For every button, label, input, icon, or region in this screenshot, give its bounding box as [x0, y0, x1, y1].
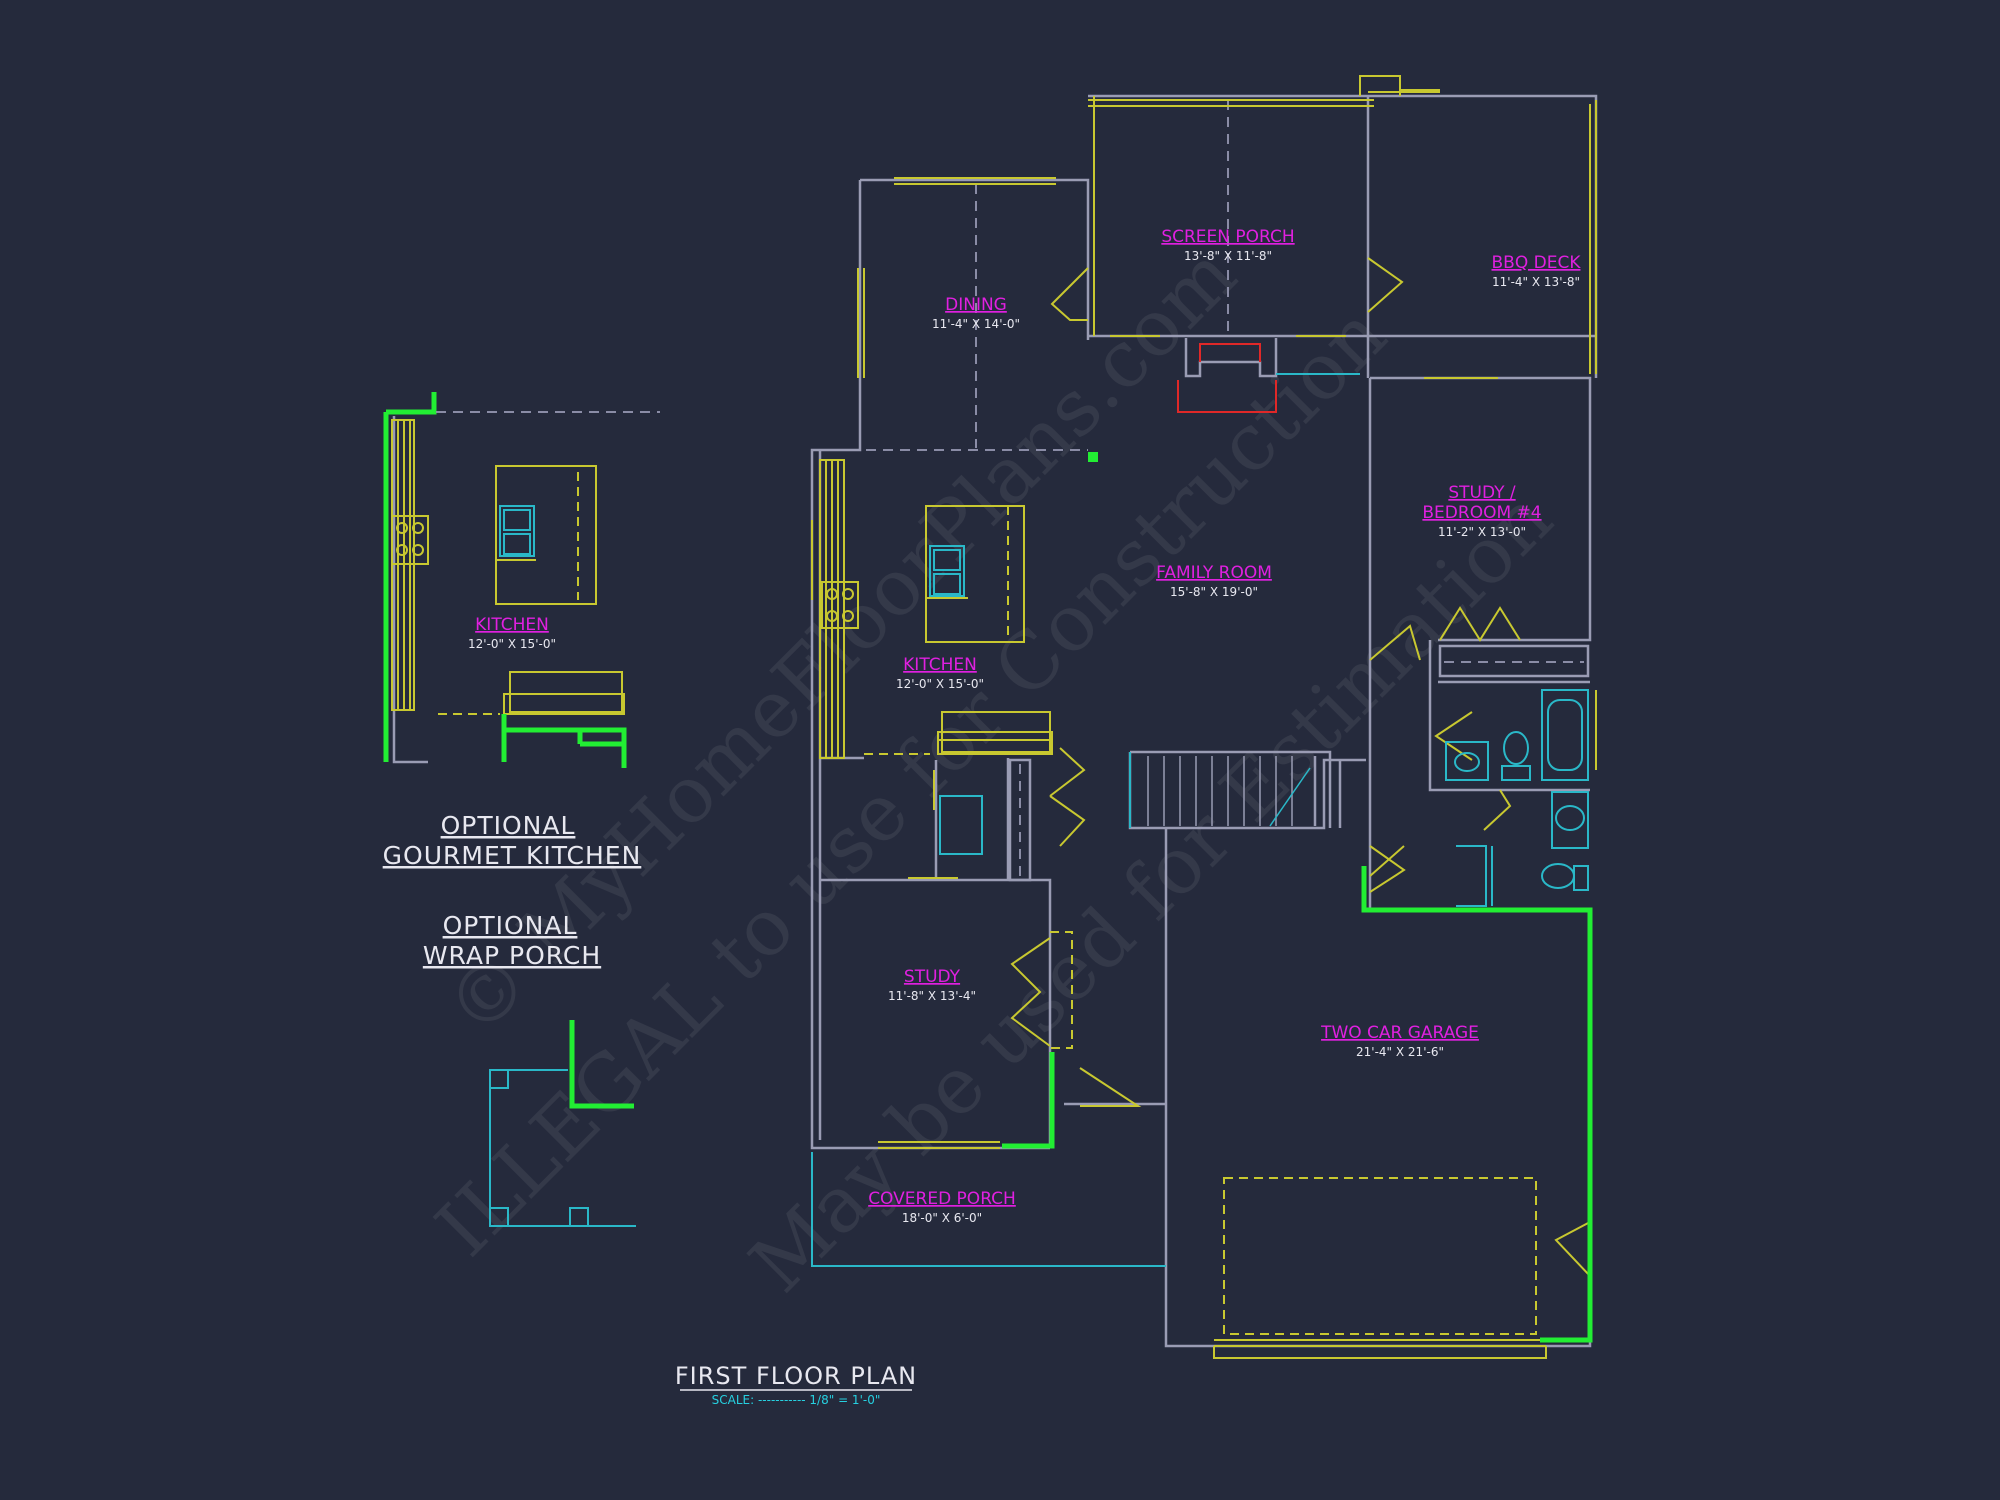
kitchen-label: KITCHEN — [903, 655, 977, 675]
covered-porch-dims: 18'-0" X 6'-0" — [902, 1211, 982, 1225]
garage-dims: 21'-4" X 21'-6" — [1356, 1045, 1444, 1059]
room-labels: SCREEN PORCH 13'-8" X 11'-8" BBQ DECK 11… — [468, 227, 1581, 1225]
optional-porch-inset — [489, 1020, 636, 1227]
study-bedroom-dims: 11'-2" X 13'-0" — [1438, 525, 1526, 539]
optional-porch-note-2: WRAP PORCH — [423, 941, 601, 970]
study-bedroom-label-2: BEDROOM #4 — [1422, 503, 1541, 523]
fireplace-hearth — [1177, 343, 1277, 413]
dining-label: DINING — [945, 295, 1007, 315]
screen-porch-dims: 13'-8" X 11'-8" — [1184, 249, 1272, 263]
family-room-label: FAMILY ROOM — [1156, 563, 1272, 583]
dining-dims: 11'-4" X 14'-0" — [932, 317, 1020, 331]
optional-kitchen-note-2: GOURMET KITCHEN — [383, 841, 642, 870]
family-room-dims: 15'-8" X 19'-0" — [1170, 585, 1258, 599]
optional-kitchen-inset — [383, 392, 660, 768]
new-walls — [1002, 452, 1593, 1343]
kitchen-fixtures — [819, 459, 1053, 882]
dashed-openings — [866, 100, 1537, 1335]
bbq-deck-label: BBQ DECK — [1492, 253, 1582, 273]
screen-porch-label: SCREEN PORCH — [1161, 227, 1294, 247]
optional-porch-note-1: OPTIONAL — [443, 911, 578, 940]
kitchen-dims: 12'-0" X 15'-0" — [896, 677, 984, 691]
optional-kitchen-label: KITCHEN — [475, 615, 549, 635]
bbq-deck-dims: 11'-4" X 13'-8" — [1492, 275, 1580, 289]
plan-title: FIRST FLOOR PLAN — [675, 1362, 917, 1390]
garage-label: TWO CAR GARAGE — [1320, 1023, 1479, 1043]
covered-porch-label: COVERED PORCH — [868, 1189, 1016, 1209]
windows — [811, 75, 1597, 1359]
covered-porch-outline — [811, 1152, 1166, 1267]
door-swings — [1010, 257, 1591, 1277]
notes: OPTIONAL GOURMET KITCHEN OPTIONAL WRAP P… — [383, 811, 642, 970]
title-block: FIRST FLOOR PLAN SCALE: ----------- 1/8"… — [675, 1362, 917, 1407]
optional-kitchen-note-1: OPTIONAL — [441, 811, 576, 840]
bath-fixtures — [1438, 644, 1590, 907]
stair-treads — [1147, 756, 1311, 827]
study-dims: 11'-8" X 13'-4" — [888, 989, 976, 1003]
optional-kitchen-dims: 12'-0" X 15'-0" — [468, 637, 556, 651]
study-label: STUDY — [904, 967, 961, 987]
scale-note: SCALE: ----------- 1/8" = 1'-0" — [712, 1393, 881, 1407]
study-bedroom-label-1: STUDY / — [1448, 483, 1516, 503]
